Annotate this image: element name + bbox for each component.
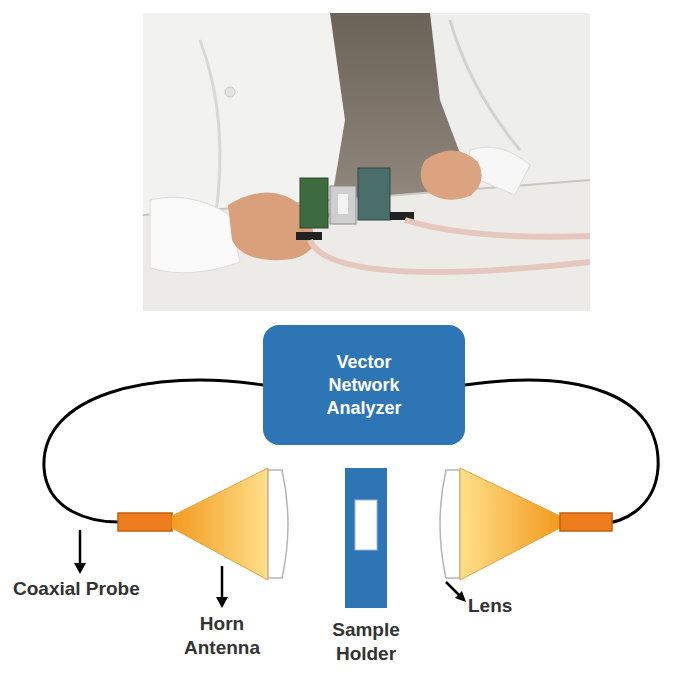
sample-holder [345,468,387,608]
sample-window [355,500,377,550]
lens [440,470,460,578]
part-label: Coaxial Probe [13,577,183,601]
part-label: Horn Antenna [172,612,272,660]
horn-antenna [172,468,268,580]
node-label: Vector Network Analyzer [299,351,429,420]
lens [268,470,288,578]
horn-antenna [460,468,560,580]
coaxial-probe [560,513,612,531]
part-label: Lens [468,594,538,618]
lab-photo [143,13,590,311]
coaxial-probe [118,513,172,531]
analyzer-box: Vector Network Analyzer [263,325,465,445]
part-label: Sample Holder [316,618,416,666]
